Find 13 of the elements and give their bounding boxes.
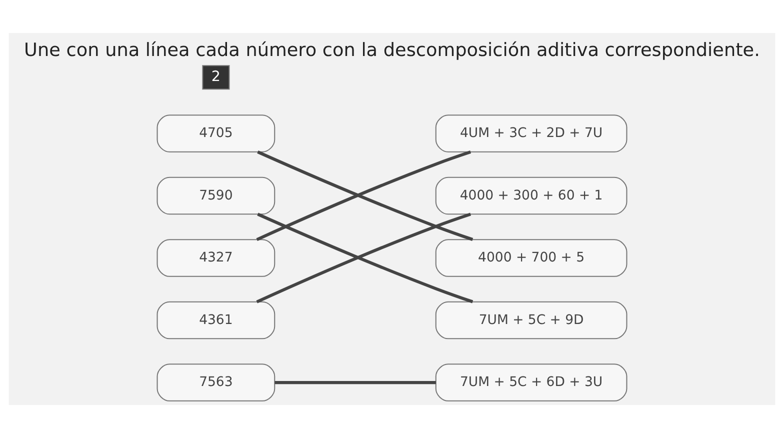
diagram-title: Une con una línea cada número con la descomposición aditiva correspondiente. xyxy=(24,40,760,61)
node-box: 4705 xyxy=(156,114,276,152)
node-box: 4361 xyxy=(156,301,276,340)
label: 2 xyxy=(211,69,220,86)
node-box: 7590 xyxy=(156,176,276,215)
node-box: 4000 + 300 + 60 + 1 xyxy=(435,176,628,215)
node-box: 4327 xyxy=(156,239,276,277)
node-box: 7563 xyxy=(156,364,276,402)
node-box: 4000 + 700 + 5 xyxy=(435,239,628,277)
node-box: 4UM + 3C + 2D + 7U xyxy=(435,114,628,152)
node-box: 7UM + 5C + 9D xyxy=(435,301,628,340)
connector xyxy=(274,381,436,384)
node-box: 7UM + 5C + 6D + 3U xyxy=(435,364,628,402)
